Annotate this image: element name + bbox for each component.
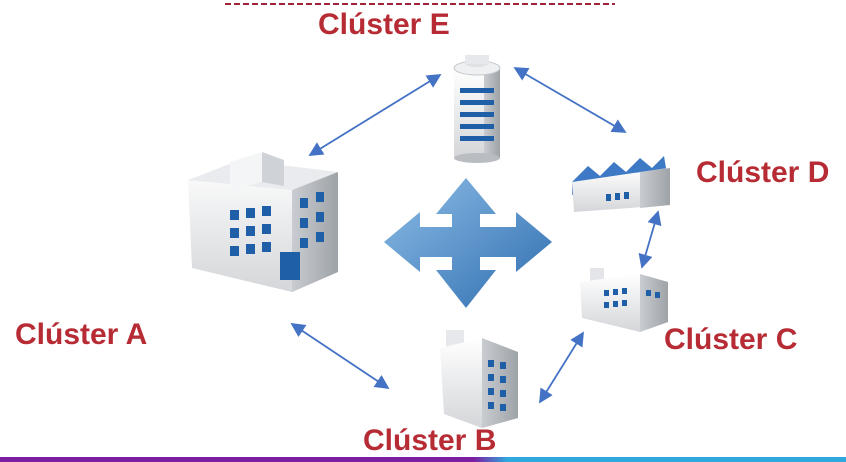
- cluster-b-label: Clúster B: [363, 424, 497, 457]
- arrow-c-b: [539, 331, 584, 404]
- small-factory-building-icon: [580, 268, 668, 332]
- arrow-e-d: [513, 67, 627, 133]
- cluster-d-label: Clúster D: [696, 156, 830, 189]
- bottom-color-bar: [0, 457, 846, 462]
- cluster-e-label: Clúster E: [318, 8, 450, 41]
- cluster-c-label: Clúster C: [664, 323, 798, 356]
- arrow-d-c: [638, 210, 662, 269]
- cluster-a-label: Clúster A: [15, 318, 148, 351]
- large-office-building-icon: [188, 152, 338, 292]
- arrow-a-e: [308, 74, 442, 156]
- arrow-a-b: [290, 323, 390, 389]
- cylindrical-tower-icon: [453, 55, 501, 163]
- tall-office-building-icon: [440, 330, 518, 428]
- four-way-arrow-icon: [384, 178, 552, 308]
- factory-icon: [572, 156, 670, 212]
